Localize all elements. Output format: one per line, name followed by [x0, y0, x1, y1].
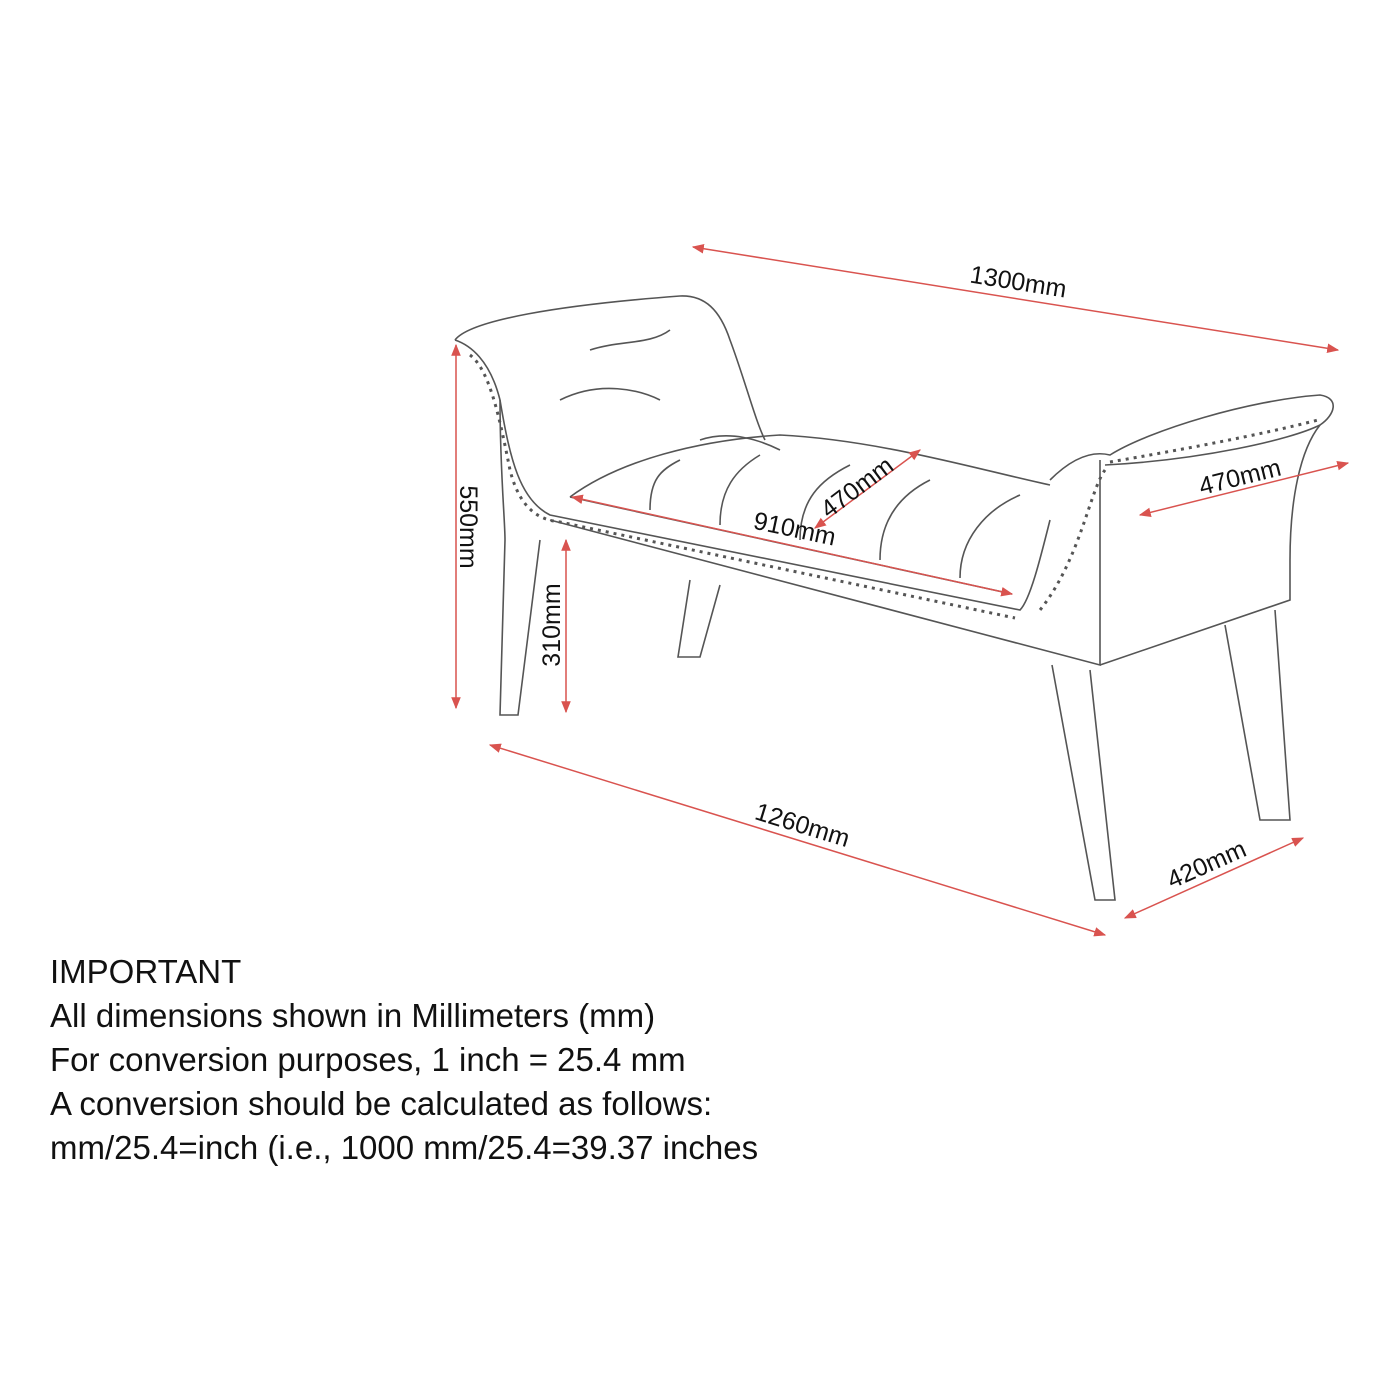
conversion-notes: IMPORTANT All dimensions shown in Millim…	[50, 950, 758, 1170]
dim-seat-depth: 470mm	[815, 451, 898, 524]
dim-overall-width: 1300mm	[968, 261, 1068, 304]
notes-line: A conversion should be calculated as fol…	[50, 1085, 713, 1122]
dim-leg-span-width: 1260mm	[752, 798, 853, 853]
notes-heading: IMPORTANT	[50, 953, 242, 990]
dimension-lines	[451, 243, 1350, 937]
bench-outline	[454, 295, 1334, 901]
notes-line: For conversion purposes, 1 inch = 25.4 m…	[50, 1041, 686, 1078]
dim-overall-height: 550mm	[454, 485, 482, 568]
notes-line: mm/25.4=inch (i.e., 1000 mm/25.4=39.37 i…	[50, 1129, 759, 1166]
dim-leg-span-depth: 420mm	[1163, 835, 1251, 894]
dim-seat-height: 310mm	[538, 583, 566, 666]
notes-line: All dimensions shown in Millimeters (mm)	[50, 997, 656, 1034]
dim-arm-depth: 470mm	[1196, 454, 1284, 501]
